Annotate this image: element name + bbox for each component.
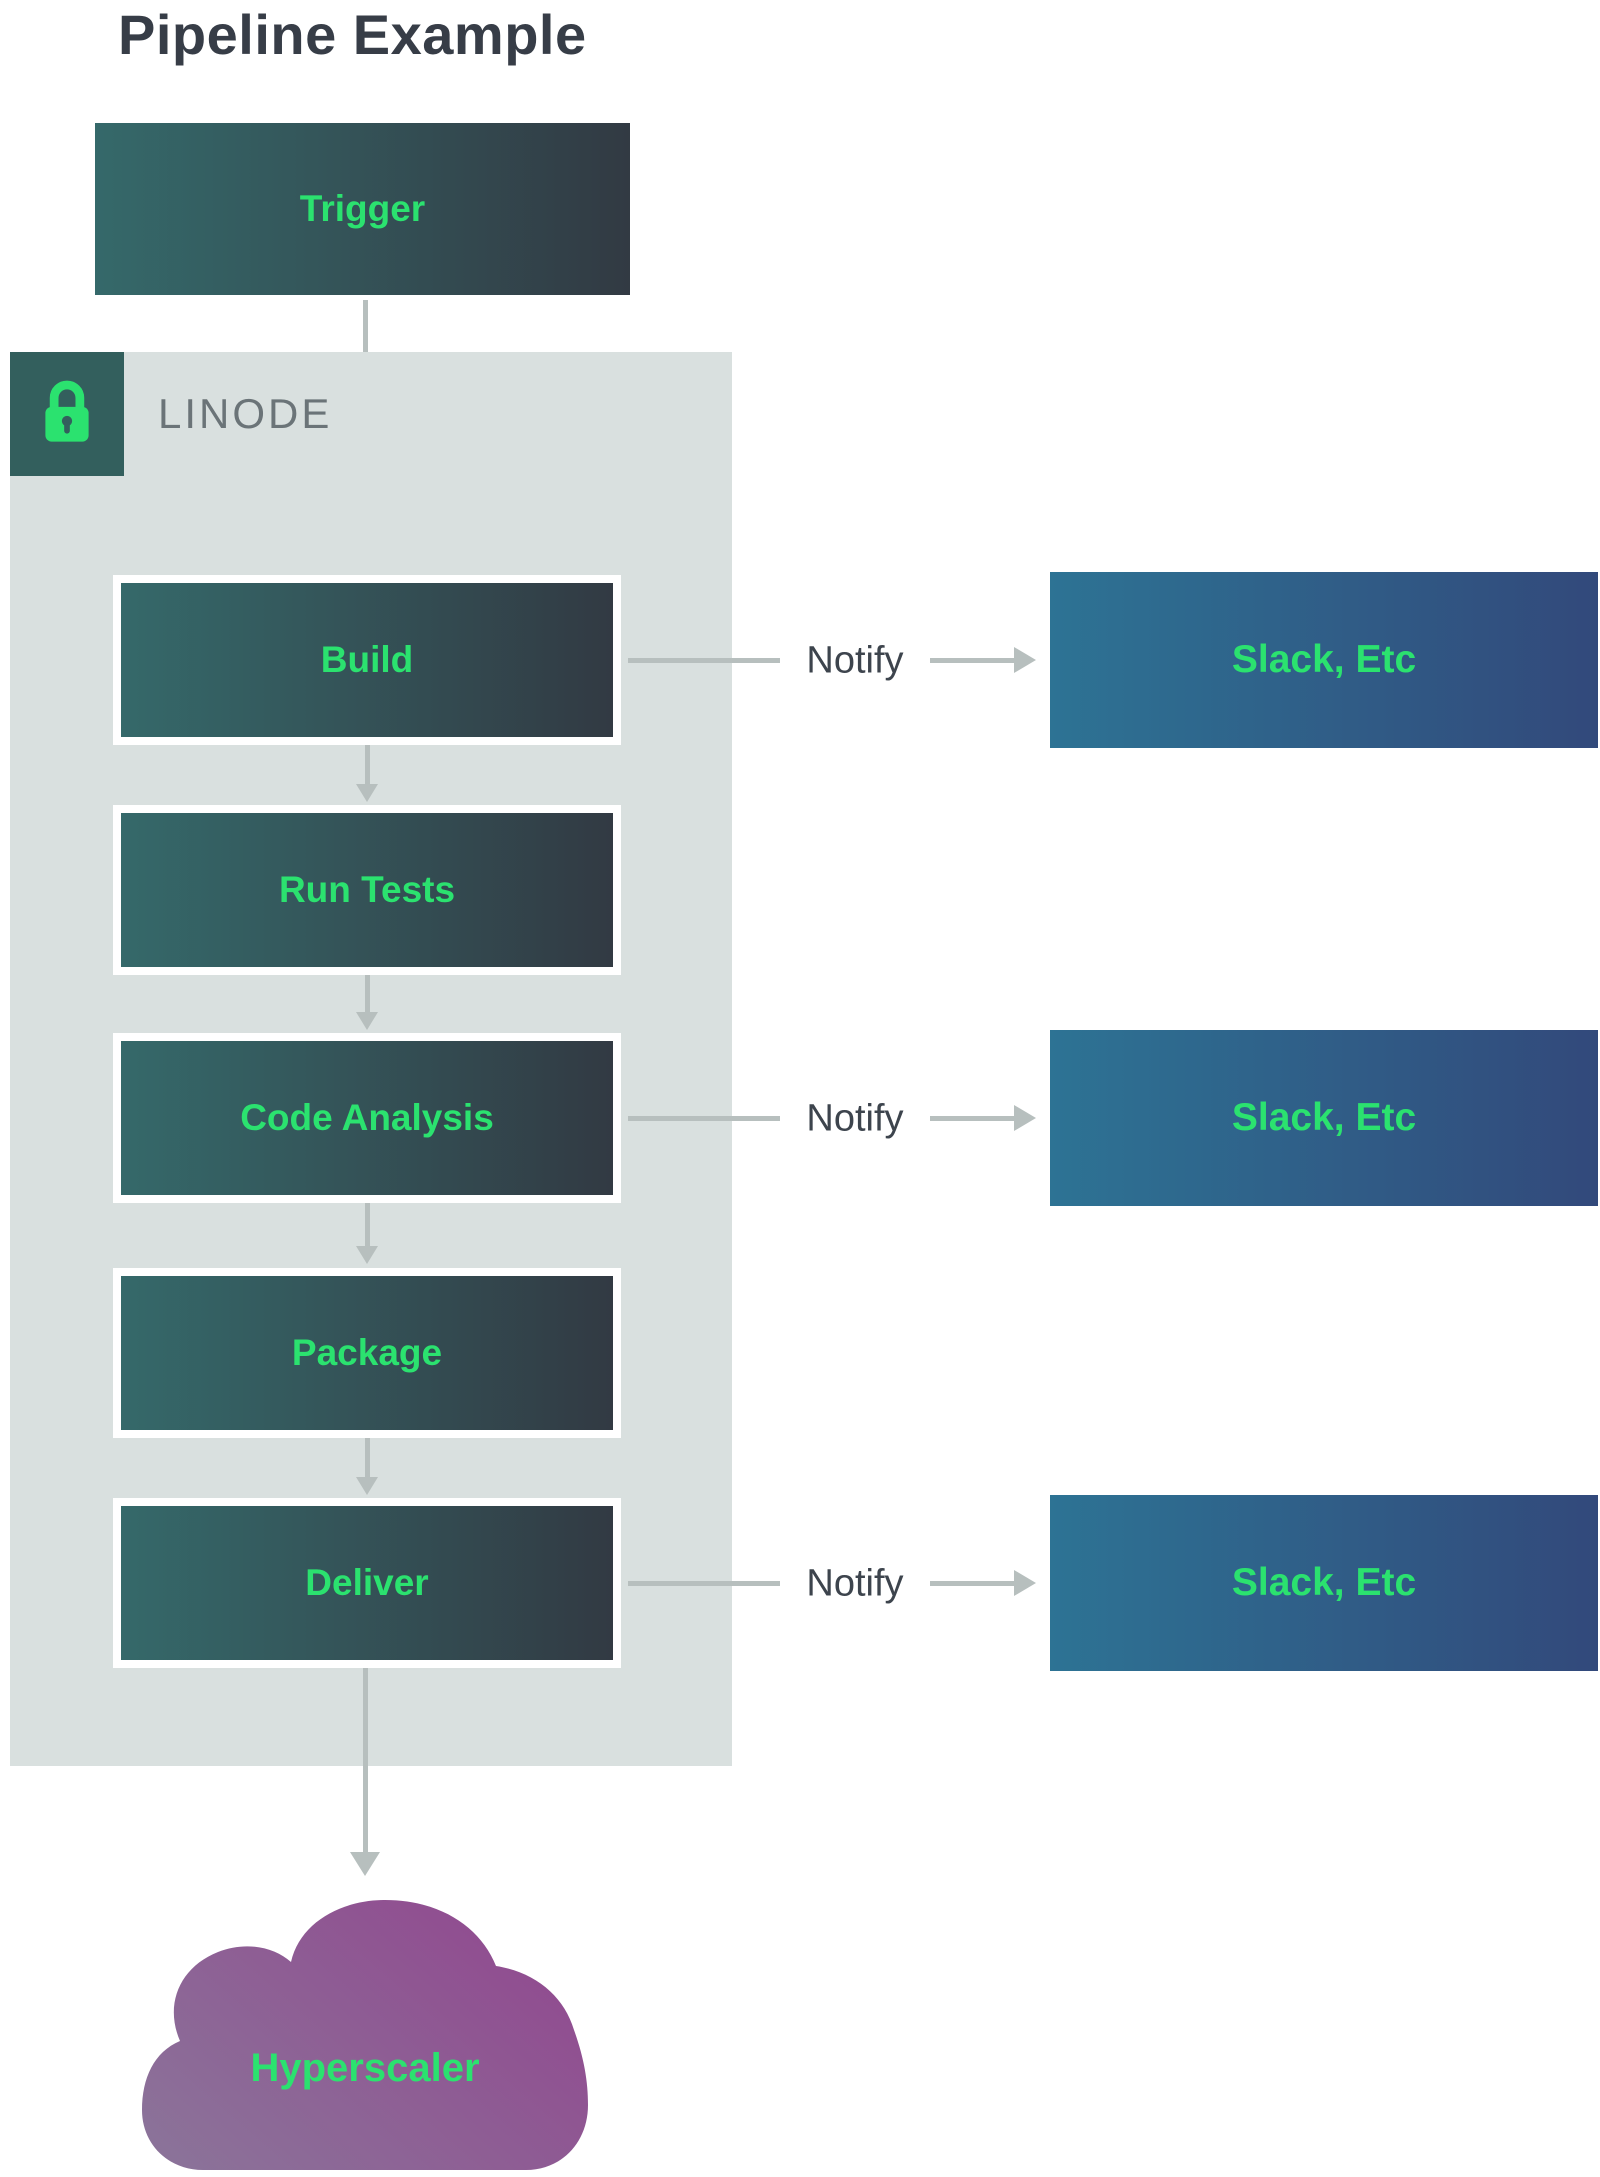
notify-arrowhead-deliver xyxy=(1014,1570,1036,1596)
lock-badge xyxy=(10,352,124,476)
arrow-build-to-run-tests xyxy=(365,745,370,785)
notify-arrow-code-analysis xyxy=(930,1116,1014,1121)
notify-arrow-build xyxy=(930,658,1014,663)
stage-label-package: Package xyxy=(291,1332,443,1373)
notify-target-box-build: Slack, Etc xyxy=(1050,572,1598,748)
notify-arrowhead-build xyxy=(1014,647,1036,673)
stage-label-deliver: Deliver xyxy=(305,1562,429,1603)
hyperscaler-cloud: Hyperscaler xyxy=(140,1898,590,2170)
lock-icon xyxy=(36,376,98,453)
page-title: Pipeline Example xyxy=(118,3,587,66)
stage-label-code-analysis: Code Analysis xyxy=(240,1097,494,1138)
arrowhead-build-to-run-tests xyxy=(356,784,378,802)
notify-line-code-analysis xyxy=(628,1116,780,1121)
stage-box-build: Build xyxy=(113,575,621,745)
notify-label-build: Notify xyxy=(806,639,904,682)
notify-target-box-deliver: Slack, Etc xyxy=(1050,1495,1598,1671)
notify-target-box-code-analysis: Slack, Etc xyxy=(1050,1030,1598,1206)
notify-line-deliver xyxy=(628,1581,780,1586)
arrow-deliver-to-cloud xyxy=(363,1668,368,1853)
notify-label-deliver: Notify xyxy=(806,1562,904,1605)
cloud-icon xyxy=(142,1900,588,2170)
stage-box-deliver: Deliver xyxy=(113,1498,621,1668)
arrowhead-run-tests-to-code-analysis xyxy=(356,1012,378,1030)
notify-arrowhead-code-analysis xyxy=(1014,1105,1036,1131)
notify-label-code-analysis: Notify xyxy=(806,1097,904,1140)
arrow-code-analysis-to-package xyxy=(365,1203,370,1247)
trigger-label: Trigger xyxy=(299,188,426,229)
stage-box-package: Package xyxy=(113,1268,621,1438)
notify-target-label-code-analysis: Slack, Etc xyxy=(1231,1096,1417,1139)
arrow-package-to-deliver xyxy=(365,1438,370,1478)
arrowhead-package-to-deliver xyxy=(356,1477,378,1495)
trigger-box: Trigger xyxy=(95,123,630,295)
notify-target-label-deliver: Slack, Etc xyxy=(1231,1561,1417,1604)
notify-arrow-deliver xyxy=(930,1581,1014,1586)
stage-box-run-tests: Run Tests xyxy=(113,805,621,975)
arrowhead-code-analysis-to-package xyxy=(356,1246,378,1264)
stage-label-run-tests: Run Tests xyxy=(278,869,456,910)
stage-box-code-analysis: Code Analysis xyxy=(113,1033,621,1203)
linode-label: LINODE xyxy=(158,390,333,437)
cloud-label: Hyperscaler xyxy=(250,2046,480,2090)
stage-label-build: Build xyxy=(320,639,414,680)
notify-target-label-build: Slack, Etc xyxy=(1231,638,1417,681)
arrowhead-deliver-to-cloud xyxy=(350,1852,380,1876)
notify-line-build xyxy=(628,658,780,663)
arrow-run-tests-to-code-analysis xyxy=(365,975,370,1013)
